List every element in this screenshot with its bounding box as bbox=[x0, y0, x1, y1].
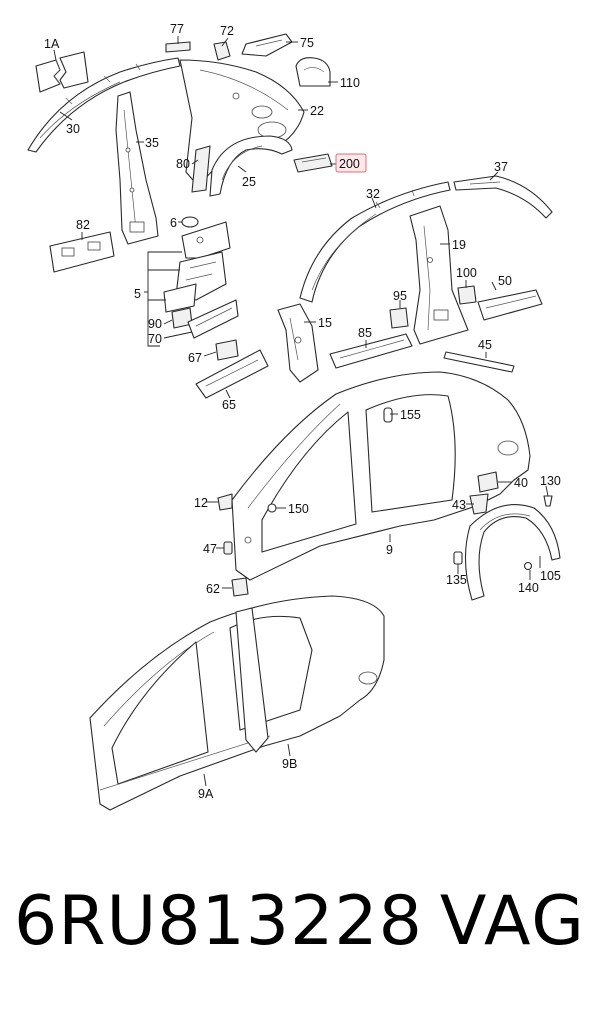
part-130-clip bbox=[543, 495, 553, 507]
callout-95: 95 bbox=[393, 289, 407, 303]
callout-1A: 1A bbox=[44, 37, 60, 51]
part-72-bracket bbox=[213, 41, 231, 61]
part-40-bracket bbox=[477, 471, 499, 493]
part-number: 6RU813228 bbox=[14, 882, 423, 961]
part-5-assembly bbox=[163, 221, 231, 313]
callout-130: 130 bbox=[540, 474, 561, 488]
callout-19: 19 bbox=[452, 238, 466, 252]
part-135-clip bbox=[453, 551, 463, 565]
callout-77: 77 bbox=[170, 22, 184, 36]
part-85-sill-reinforcement bbox=[329, 333, 413, 369]
part-65-sill-rear bbox=[195, 349, 269, 399]
part-15-lower-pillar bbox=[277, 303, 319, 383]
part-105-wheel-liner bbox=[464, 504, 561, 601]
part-80-bracket bbox=[191, 145, 211, 193]
part-62-bracket bbox=[231, 577, 249, 597]
callout-105: 105 bbox=[540, 569, 561, 583]
part-70-sill-front bbox=[187, 299, 239, 339]
callout-6: 6 bbox=[170, 216, 177, 230]
callout-32: 32 bbox=[366, 187, 380, 201]
callout-155: 155 bbox=[400, 408, 421, 422]
callout-110: 110 bbox=[340, 76, 360, 90]
part-43-bracket bbox=[469, 493, 489, 515]
part-82-plate bbox=[49, 231, 115, 273]
part-67-bracket bbox=[215, 339, 239, 361]
part-155-plug bbox=[383, 407, 393, 423]
callout-100: 100 bbox=[456, 266, 477, 280]
part-100-bracket bbox=[457, 285, 477, 305]
callout-85: 85 bbox=[358, 326, 372, 340]
callout-80: 80 bbox=[176, 157, 190, 171]
part-200-bracket bbox=[293, 153, 333, 173]
callout-135: 135 bbox=[446, 573, 467, 587]
leader-lines bbox=[53, 36, 549, 787]
part-19-b-pillar bbox=[409, 205, 469, 345]
callout-9A: 9A bbox=[198, 787, 214, 801]
callout-65: 65 bbox=[222, 398, 236, 412]
part-30-roof-rail bbox=[27, 57, 181, 153]
part-6-grommet bbox=[181, 216, 199, 228]
part-50-sill-piece bbox=[477, 289, 543, 321]
part-37-rear-rail bbox=[453, 175, 553, 219]
callout-40: 40 bbox=[514, 476, 528, 490]
callout-30: 30 bbox=[66, 122, 80, 136]
callout-9B: 9B bbox=[282, 757, 297, 771]
callout-200: 200 bbox=[339, 157, 360, 171]
callout-12: 12 bbox=[194, 496, 208, 510]
part-140-screw bbox=[523, 561, 533, 571]
callout-72: 72 bbox=[220, 24, 234, 38]
callout-9: 9 bbox=[386, 543, 393, 557]
part-25-wheelhouse bbox=[209, 135, 293, 197]
parts-diagram: 77 72 75 1A 110 22 30 35 80 25 200 37 32… bbox=[27, 22, 561, 811]
callout-22: 22 bbox=[310, 104, 324, 118]
part-47-clip bbox=[223, 541, 233, 555]
callout-82: 82 bbox=[76, 218, 90, 232]
callout-47: 47 bbox=[203, 542, 217, 556]
part-9-side-panel bbox=[231, 371, 531, 581]
part-150-screw bbox=[267, 503, 277, 513]
callout-90: 90 bbox=[148, 317, 162, 331]
callout-67: 67 bbox=[188, 351, 202, 365]
callout-50: 50 bbox=[498, 274, 512, 288]
part-35-a-pillar bbox=[115, 91, 159, 245]
callout-150: 150 bbox=[288, 502, 309, 516]
callout-5: 5 bbox=[134, 287, 141, 301]
part-9B-pillar-section bbox=[235, 607, 269, 753]
part-9A-outer-side-panel bbox=[89, 595, 385, 811]
callout-62: 62 bbox=[206, 582, 220, 596]
part-12-bracket bbox=[217, 493, 233, 511]
callout-75: 75 bbox=[300, 36, 314, 50]
part-45-strip bbox=[443, 351, 515, 373]
part-77-bracket bbox=[165, 41, 191, 53]
part-95-bracket bbox=[389, 307, 409, 329]
highlight-box-200 bbox=[335, 153, 367, 173]
callout-140: 140 bbox=[518, 581, 539, 595]
part-1A-sketch bbox=[35, 51, 89, 93]
callout-43: 43 bbox=[452, 498, 466, 512]
callout-70: 70 bbox=[148, 332, 162, 346]
callout-labels: 77 72 75 1A 110 22 30 35 80 25 200 37 32… bbox=[44, 22, 561, 801]
callout-35: 35 bbox=[145, 136, 159, 150]
callout-25: 25 bbox=[242, 175, 256, 189]
part-110-housing bbox=[295, 57, 331, 87]
brand-name: VAG bbox=[439, 882, 586, 961]
callout-15: 15 bbox=[318, 316, 332, 330]
part-75-bracket bbox=[241, 33, 293, 57]
callout-45: 45 bbox=[478, 338, 492, 352]
callout-37: 37 bbox=[494, 160, 508, 174]
